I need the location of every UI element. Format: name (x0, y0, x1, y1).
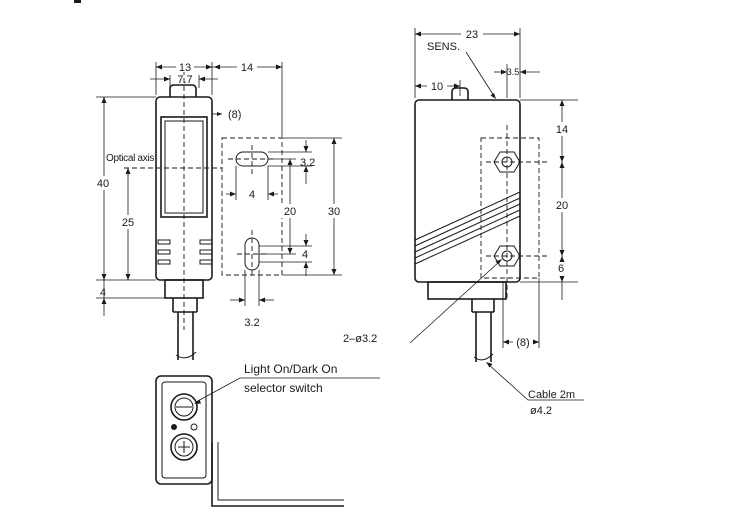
bottom-sensor-face (155, 375, 213, 485)
bottom-face-inner (161, 381, 207, 479)
right-cable (475, 312, 492, 362)
left-cable-break (175, 351, 197, 359)
dim-right-width-23: 23 (466, 29, 478, 41)
body-stripes (414, 191, 521, 265)
label-holes: 2–ø3.2 (343, 333, 377, 345)
label-optical-axis: Optical axis (106, 153, 154, 164)
right-sensor-body (414, 99, 521, 283)
dim-width-13: 13 (179, 62, 191, 74)
right-mount-outline (480, 137, 540, 279)
dim-slot-width-4: 4 (249, 189, 255, 201)
dim-depth-8: (8) (516, 337, 529, 349)
label-cable-dia: ø4.2 (530, 405, 552, 417)
bottom-bracket-outer (211, 442, 344, 507)
dim-slot-lower-4: 4 (302, 249, 308, 261)
right-base (427, 281, 507, 300)
dim-bracket-14: 14 (241, 62, 253, 74)
right-cable-break (473, 353, 494, 361)
left-view (124, 70, 283, 360)
label-switch-line1: Light On/Dark On (244, 362, 337, 376)
indicator-dot-open (190, 423, 198, 431)
dim-height-40: 40 (97, 178, 109, 190)
selector-dial (170, 393, 198, 421)
dim-lens-7-7: 7.7 (177, 74, 192, 86)
dim-slot-pitch-20: 20 (284, 206, 296, 218)
right-cable-gland (471, 299, 495, 313)
dim-bracket-height-30: 30 (328, 206, 340, 218)
dim-edge-3-5: 3.5 (507, 67, 520, 77)
adjuster-knob (170, 433, 198, 461)
label-cable: Cable 2m (528, 389, 575, 401)
right-view (414, 87, 548, 362)
label-switch-line2: selector switch (244, 381, 323, 395)
right-dimensions: 23 SENS. 10 3.5 14 20 6 2–ø3.2 (343, 27, 584, 417)
dim-axis-25: 25 (122, 217, 134, 229)
dim-slot-bottom-3-2: 3.2 (244, 317, 259, 329)
bottom-view: Light On/Dark On selector switch (155, 362, 380, 507)
vent-slots-left (157, 239, 213, 265)
left-sensor-body (155, 96, 213, 281)
dim-top-14: 14 (556, 124, 568, 136)
dim-bracket-ref: (8) (228, 109, 241, 121)
dim-bottom-4: 4 (100, 287, 106, 299)
label-sens: SENS. (427, 41, 460, 53)
dim-slot-top-3-2: 3.2 (300, 157, 315, 169)
left-top-cap (169, 84, 197, 97)
indicator-dot-filled (171, 424, 177, 430)
dim-bottom-6: 6 (558, 263, 564, 275)
left-dimensions: 13 7.7 14 (8) Optical axis 40 25 (94, 60, 343, 329)
left-cable (177, 312, 194, 360)
dim-offset-10: 10 (431, 81, 443, 93)
corner-mark (74, 0, 81, 3)
dim-pitch-20: 20 (556, 200, 568, 212)
bottom-bracket-inner (217, 442, 344, 501)
left-cable-gland (172, 298, 198, 313)
